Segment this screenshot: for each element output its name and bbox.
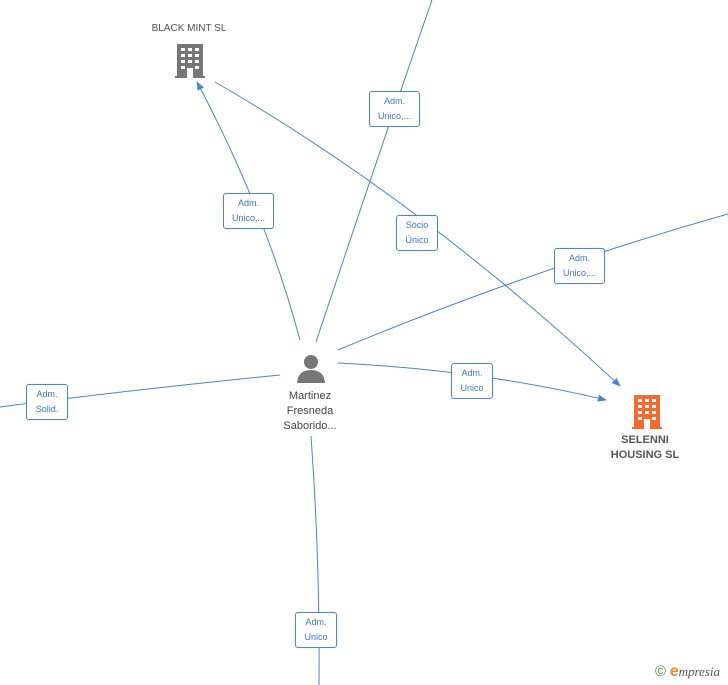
edge-person-to-right xyxy=(337,213,728,351)
role-line1: Adm. xyxy=(237,198,259,208)
role-line1: Adm. xyxy=(383,96,405,106)
edge-label-role[interactable]: Adm. Unico,... xyxy=(369,91,420,127)
person-icon[interactable] xyxy=(296,353,326,383)
role-line2: Unico xyxy=(460,383,484,393)
role-line1: Adm. xyxy=(305,617,327,627)
building-icon[interactable] xyxy=(632,393,662,429)
black-mint-label: BLACK MINT SL xyxy=(130,22,248,36)
black-mint-name: BLACK MINT SL xyxy=(151,23,227,34)
edge-person-to-bottom xyxy=(310,435,320,685)
empresia-watermark: © empresia xyxy=(655,663,720,681)
brand-logo-initial: e xyxy=(669,663,679,680)
role-line1: Adm. xyxy=(568,253,590,263)
brand-logo-text: mpresia xyxy=(678,664,720,679)
person-name-line3: Saborido... xyxy=(283,420,337,432)
selenni-label: SELENNI HOUSING SL xyxy=(590,433,700,463)
person-name-line2: Fresneda xyxy=(286,405,334,417)
role-line2: Unico xyxy=(304,632,328,642)
copyright-icon: © xyxy=(655,663,667,680)
role-line2: Solid. xyxy=(35,404,59,414)
edge-label-role[interactable]: Adm. Unico,... xyxy=(223,193,274,229)
role-line2: Unico,... xyxy=(562,268,596,278)
person-label: Martinez Fresneda Saborido... xyxy=(262,389,358,434)
building-icon[interactable] xyxy=(175,42,205,78)
edge-label-role[interactable]: Adm. Unico xyxy=(451,363,493,399)
selenni-name-line1: SELENNI xyxy=(621,434,669,446)
role-line1: Adm. xyxy=(461,368,483,378)
role-line2: Unico,... xyxy=(377,111,411,121)
role-line1: Socio xyxy=(405,220,429,230)
role-line1: Adm. xyxy=(36,389,58,399)
edge-person-to-top xyxy=(315,0,433,343)
edge-label-role[interactable]: Socio Único xyxy=(396,215,438,251)
edge-label-role[interactable]: Adm. Unico xyxy=(295,612,337,648)
person-name-line1: Martinez xyxy=(288,390,332,402)
role-line2: Único xyxy=(405,235,429,245)
role-line2: Unico,... xyxy=(231,213,265,223)
edge-label-role[interactable]: Adm. Solid. xyxy=(26,384,68,420)
selenni-name-line2: HOUSING SL xyxy=(610,449,680,461)
edge-label-role[interactable]: Adm. Unico,... xyxy=(554,248,605,284)
